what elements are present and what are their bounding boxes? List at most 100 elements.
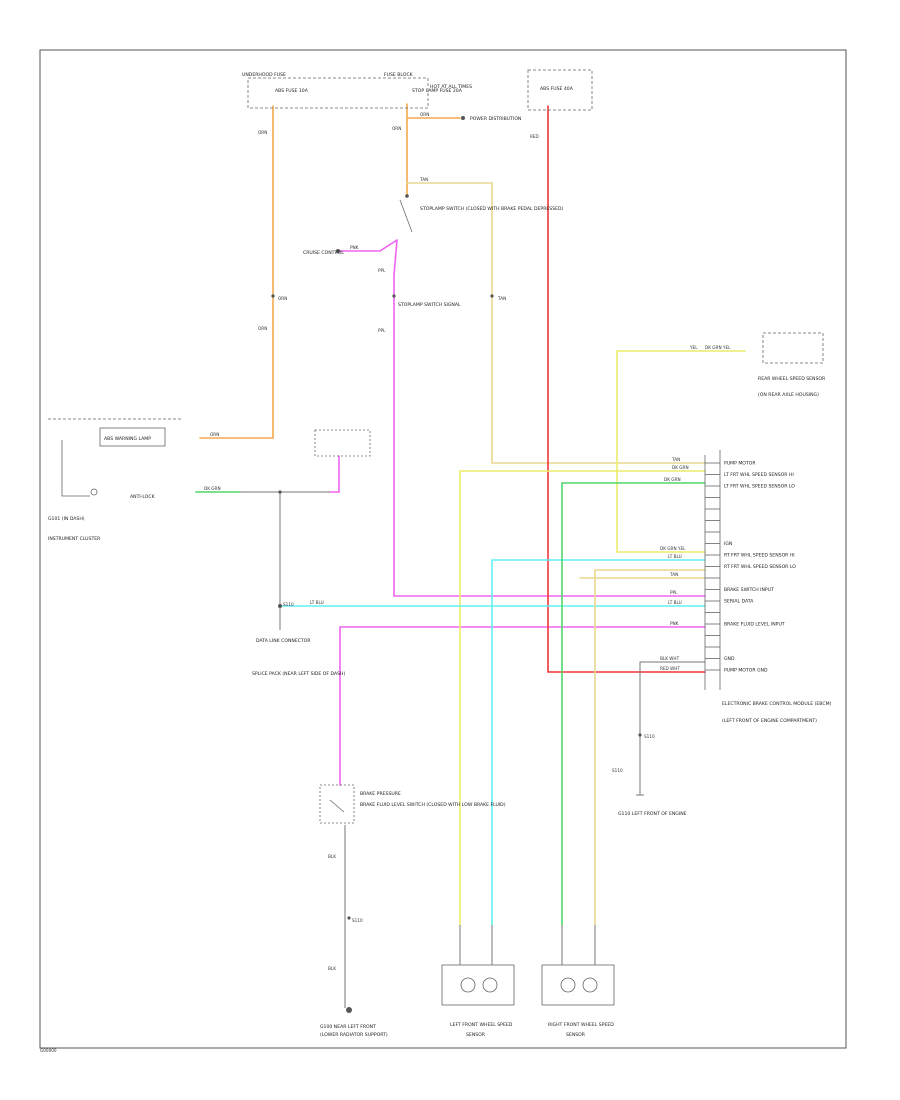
wire-label-splice-c: S110 — [283, 602, 294, 607]
wire-label-ebcm-2: DK GRN — [672, 465, 689, 470]
wire-label-serial: LT BLU — [310, 600, 324, 605]
fuse-block-top-right — [527, 69, 593, 111]
wire-label-ebcm-5: LT BLU — [668, 554, 682, 559]
right-wheel-sensor-label: RIGHT FRONT WHEEL SPEED — [548, 1022, 614, 1028]
wire-label-ebcm-1: TAN — [671, 457, 680, 462]
wire-black-ground — [639, 661, 705, 795]
ebcm-pin-label: SERIAL DATA — [724, 599, 754, 605]
wire-label-ebcm-9: PNK — [670, 621, 679, 626]
right-wheel-sensor-icon — [541, 925, 615, 1006]
wire-yellow-lf — [459, 470, 706, 926]
wire-label-tan-top: TAN — [419, 177, 428, 182]
wire-label-ebcm-8: LT BLU — [668, 600, 682, 605]
fuse-ebcm-right-label: STOP LAMP FUSE 20A — [412, 88, 463, 94]
wire-label-tan-vert: TAN — [497, 296, 506, 301]
cluster-splice-box — [314, 429, 371, 457]
power-dist-label: POWER DISTRIBUTION — [470, 116, 521, 122]
wire-yellow-rear — [616, 350, 746, 553]
wire-pink-cluster — [329, 455, 340, 493]
ebcm-title: ELECTRONIC BRAKE CONTROL MODULE (EBCM) — [722, 701, 832, 707]
wire-label-rear: DK GRN YEL — [705, 345, 731, 350]
wire-label-orange-top: ORN — [258, 130, 267, 135]
dlc-splice-dot — [278, 604, 282, 608]
splice-dot-orange — [271, 294, 275, 298]
splice-dot-tan — [490, 294, 494, 298]
rear-sensor-label: REAR WHEEL SPEED SENSOR — [758, 376, 826, 382]
splice-dot-pink — [392, 294, 396, 298]
abs-warning-lamp — [99, 427, 166, 447]
hot-at-all-times-label: HOT AT ALL TIMES — [430, 84, 472, 90]
wire-label-red-vert: RED — [530, 134, 539, 139]
wire-label-ebcm-4: DK GRN YEL — [660, 546, 686, 551]
rear-sensor-box — [762, 332, 824, 364]
cluster-indicator-icon — [90, 488, 98, 496]
power-dist-arrow-icon — [461, 116, 465, 120]
left-wheel-sensor-label-2: SENSOR — [466, 1032, 486, 1038]
wire-cyan-lf — [491, 559, 706, 926]
wire-tan-rf — [594, 569, 706, 926]
wire-label-pink-cruise: PNK — [350, 245, 359, 250]
footer-code: G00000 — [40, 1048, 57, 1053]
ground-left-label: G101 (IN DASH) — [48, 516, 85, 522]
wire-label-ebcm-7: PPL — [670, 590, 678, 595]
wire-tan-stoplamp — [406, 182, 706, 464]
wire-pink-fluid — [339, 626, 706, 786]
wire-label-ebcm-3: DK GRN — [664, 477, 681, 482]
cruise-control-label: CRUISE CONTROL — [303, 250, 344, 256]
right-wheel-sensor-label-2: SENSOR — [566, 1032, 586, 1038]
ground-bottom-label-2: (LOWER RADIATOR SUPPORT) — [320, 1032, 388, 1038]
wire-red — [547, 105, 706, 673]
wire-label-splice-b: S110 — [644, 734, 655, 739]
wire-pink-brakeswitch — [393, 239, 706, 597]
abs-warning-lamp-label: ABS WARNING LAMP — [104, 436, 151, 442]
wire-label-splice-d: S110 — [612, 768, 623, 773]
wire-label-orange-mid: ORN — [278, 296, 287, 301]
ebcm-pin-label: LT FRT WHL SPEED SENSOR LO — [724, 484, 795, 490]
wire-label-ebcm-6: TAN — [669, 572, 678, 577]
cluster-name-label: INSTRUMENT CLUSTER — [48, 536, 101, 542]
fuse-block-left-label: UNDERHOOD FUSE — [242, 72, 286, 78]
brake-switch-label: STOPLAMP SWITCH (CLOSED WITH BRAKE PEDAL… — [420, 206, 564, 212]
ebcm-pin-label: BRAKE FLUID LEVEL INPUT — [724, 622, 785, 628]
ebcm-pin-label: RT FRT WHL SPEED SENSOR LO — [724, 564, 796, 570]
wire-label-cluster: DK GRN — [204, 486, 221, 491]
fuse-block-left — [247, 77, 429, 109]
wire-label-org-brake: ORN — [392, 126, 401, 131]
wire-pink-cruise — [339, 239, 398, 252]
wire-label-pink-stop: PPL — [378, 328, 386, 333]
brake-pressure-contact — [329, 799, 345, 813]
rear-sensor-note: (ON REAR AXLE HOUSING) — [758, 392, 819, 398]
fuse-block-right-label: FUSE BLOCK — [384, 72, 414, 78]
wire-label-splice-a: S110 — [352, 918, 363, 923]
wire-label-ebcm-11: RED WHT — [660, 666, 680, 671]
wire-label-yel-sensor: YEL — [689, 345, 698, 350]
ebcm-pin-label: LT FRT WHL SPEED SENSOR HI — [724, 472, 794, 478]
brake-pressure-label: BRAKE PRESSURE — [360, 791, 401, 797]
ground-right-label: G110 LEFT FRONT OF ENGINE — [618, 811, 687, 817]
wire-green-rf — [561, 482, 706, 926]
wire-label-orange-cluster: ORN — [210, 432, 219, 437]
brake-pressure-note: BRAKE FLUID LEVEL SWITCH (CLOSED WITH LO… — [360, 802, 506, 808]
brake-switch-node — [405, 194, 409, 198]
wire-label-org-pd: ORN — [420, 112, 429, 117]
wire-orange-left — [199, 105, 274, 439]
wire-label-orange-low: ORN — [258, 326, 267, 331]
ebcm-pin-label: IGN — [724, 541, 732, 547]
ground-bottom-label: G100 NEAR LEFT FRONT — [320, 1024, 376, 1030]
brake-switch-signal-label: STOPLAMP SWITCH SIGNAL — [398, 302, 461, 308]
cluster-indicator-label: ANTI-LOCK — [130, 494, 156, 500]
ebcm-pin-label: BRAKE SWITCH INPUT — [724, 587, 774, 593]
wire-label-ebcm-10: BLK WHT — [660, 656, 680, 661]
wire-label-gray-bottom: BLK — [328, 966, 336, 971]
ebcm-pin-list: PUMP MOTOR LT FRT WHL SPEED SENSOR HI LT F… — [705, 461, 796, 674]
wire-label-pink-vert: PPL — [378, 268, 386, 273]
brake-pressure-switch — [319, 784, 355, 824]
ebcm-pin-label: GND — [724, 656, 735, 662]
fuse-top-right-label: ABS FUSE 40A — [540, 86, 574, 92]
ground-bottom-dot — [346, 1007, 352, 1013]
ebcm-pin-label: RT FRT WHL SPEED SENSOR HI — [724, 553, 795, 559]
left-wheel-sensor-label: LEFT FRONT WHEEL SPEED — [450, 1022, 513, 1028]
ebcm-pin-label: PUMP MOTOR — [724, 461, 756, 467]
splice-dot-cluster — [278, 490, 282, 494]
